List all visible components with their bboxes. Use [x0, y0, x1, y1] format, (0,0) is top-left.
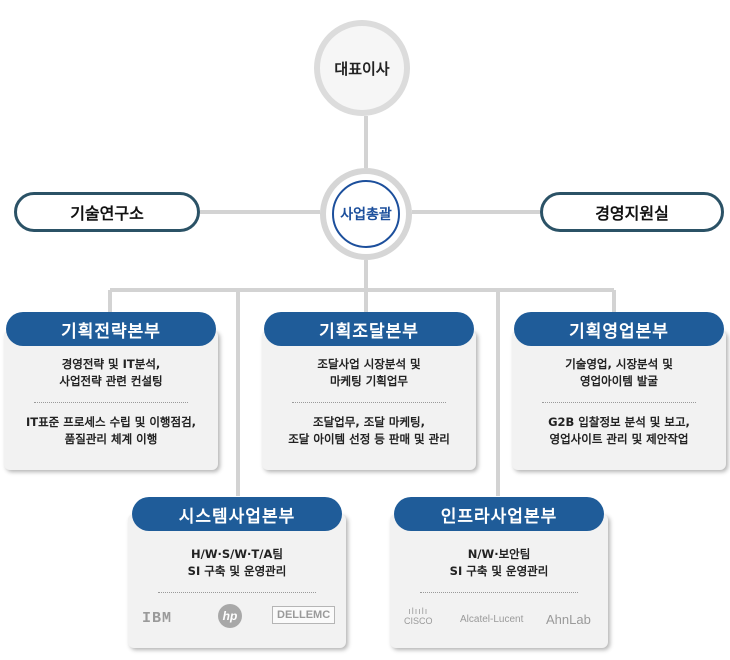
- dept-text-2b: 품질관리 체계 이행: [64, 432, 158, 446]
- dept-planning-strategy-card: 경영전략 및 IT분석, 사업전략 관련 컨설팅 IT표준 프로세스 수립 및 …: [4, 330, 218, 470]
- cisco-wordmark: CISCO: [404, 616, 433, 626]
- dept-planning-procurement-header: 기획조달본부: [264, 312, 474, 346]
- divider: [420, 592, 578, 593]
- dept-text-1a: 조달사업 시장분석 및: [317, 357, 421, 371]
- divider: [292, 402, 446, 403]
- ahnlab-logo: AhnLab: [546, 612, 591, 627]
- dept-text-2a: IT표준 프로세스 수립 및 이행점검,: [25, 415, 197, 429]
- dept-infra-business-header: 인프라사업본부: [394, 497, 604, 531]
- dept-text-1a: 경영전략 및 IT분석,: [61, 357, 161, 371]
- dept-infra-business-card: N/W·보안팀 SI 구축 및 운영관리 ılıılı CISCO Alcate…: [390, 514, 608, 648]
- general-manager-label: 사업총괄: [340, 207, 392, 223]
- hp-logo: hp: [218, 604, 242, 628]
- rnd-node: 기술연구소: [14, 192, 200, 232]
- dept-text-2a: 조달업무, 조달 마케팅,: [313, 415, 425, 429]
- dept-text-2a: G2B 입찰정보 분석 및 보고,: [548, 415, 690, 429]
- dept-planning-sales-header: 기획영업본부: [514, 312, 724, 346]
- dept-text-1b: 마케팅 기획업무: [329, 374, 409, 388]
- dept-system-business-card: H/W·S/W·T/A팀 SI 구축 및 운영관리 IBM hp DELLEMC: [128, 514, 346, 648]
- ceo-node: 대표이사: [314, 20, 410, 116]
- dept-title: 인프라사업본부: [440, 506, 558, 527]
- dept-text-1b: SI 구축 및 운영관리: [449, 564, 549, 578]
- general-manager-node: 사업총괄: [320, 168, 412, 260]
- dept-title: 기획조달본부: [319, 321, 419, 342]
- rnd-label: 기술연구소: [70, 204, 144, 223]
- dept-text-1a: 기술영업, 시장분석 및: [565, 357, 673, 371]
- dept-text-1a: N/W·보안팀: [467, 547, 531, 561]
- dell-emc-logo: DELLEMC: [272, 606, 336, 624]
- dept-title: 기획전략본부: [61, 321, 161, 342]
- dept-text-2b: 조달 아이템 선정 등 판매 및 관리: [288, 432, 450, 446]
- ceo-label: 대표이사: [334, 59, 390, 78]
- dept-system-business-header: 시스템사업본부: [132, 497, 342, 531]
- dept-planning-sales-card: 기술영업, 시장분석 및 영업아이템 발굴 G2B 입찰정보 분석 및 보고, …: [512, 330, 726, 470]
- dept-text-1b: 사업전략 관련 컨설팅: [59, 374, 163, 388]
- dept-planning-procurement-card: 조달사업 시장분석 및 마케팅 기획업무 조달업무, 조달 마케팅, 조달 아이…: [262, 330, 476, 470]
- alcatel-lucent-logo: Alcatel-Lucent: [460, 614, 524, 625]
- dept-planning-strategy-header: 기획전략본부: [6, 312, 216, 346]
- dept-title: 기획영업본부: [569, 321, 669, 342]
- cisco-bars-icon: ılıılı: [408, 606, 429, 616]
- management-support-label: 경영지원실: [595, 204, 669, 223]
- dept-text-1b: 영업아이템 발굴: [579, 374, 659, 388]
- ibm-logo: IBM: [142, 610, 173, 627]
- general-manager-ring: 사업총괄: [332, 180, 400, 248]
- management-support-node: 경영지원실: [540, 192, 724, 232]
- cisco-logo: ılıılı CISCO: [404, 606, 433, 626]
- divider: [34, 402, 188, 403]
- dept-title: 시스템사업본부: [178, 506, 296, 527]
- divider: [158, 592, 316, 593]
- divider: [542, 402, 696, 403]
- dept-text-1a: H/W·S/W·T/A팀: [191, 547, 283, 561]
- dept-text-1b: SI 구축 및 운영관리: [187, 564, 287, 578]
- dept-text-2b: 영업사이트 관리 및 제안작업: [549, 432, 689, 446]
